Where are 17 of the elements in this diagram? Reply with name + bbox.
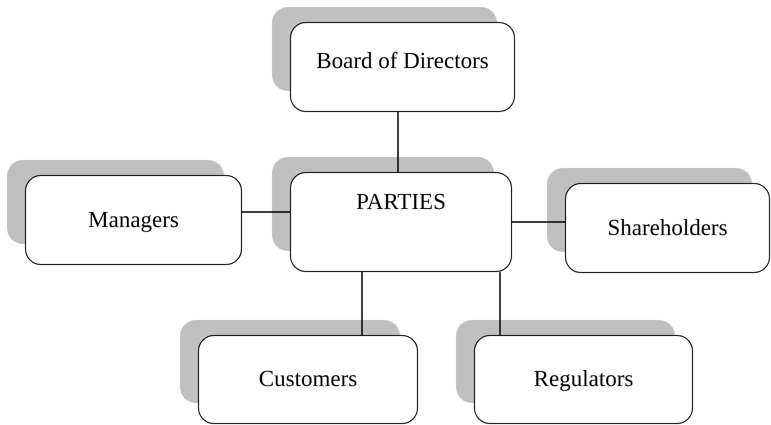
rounded-box [198, 335, 418, 424]
rounded-box [25, 175, 242, 265]
box-label: Shareholders [606, 214, 729, 242]
connector-line [397, 112, 399, 172]
box-label: Customers [258, 365, 358, 394]
box-label: PARTIES [355, 188, 447, 216]
connector-line [361, 272, 363, 335]
connector-line [242, 211, 290, 213]
connector-line [499, 272, 501, 335]
rounded-box [290, 22, 515, 112]
box-label: Board of Directors [315, 46, 490, 75]
rounded-box [474, 335, 693, 424]
connector-line [512, 221, 565, 223]
rounded-box [565, 183, 770, 273]
box-label: Managers [87, 206, 180, 234]
rounded-box [290, 172, 512, 272]
box-label: Regulators [532, 365, 634, 394]
